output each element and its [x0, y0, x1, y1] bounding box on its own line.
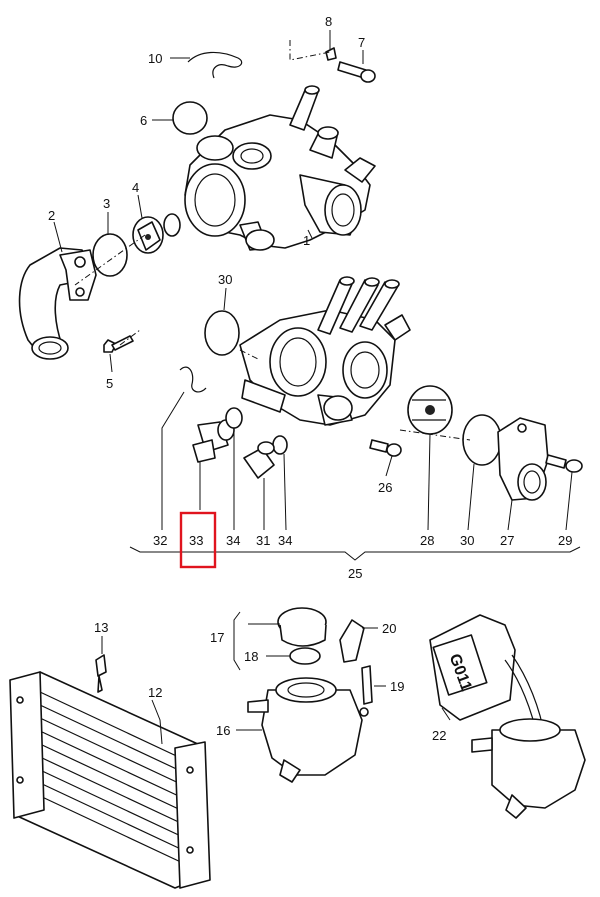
- connection-flange-27: [497, 417, 549, 501]
- callout-26: 26: [378, 480, 392, 495]
- callout-4: 4: [132, 180, 139, 195]
- radiator-12: [9, 671, 211, 889]
- hose-elbow-2: [18, 247, 97, 360]
- bolt-7: [337, 61, 376, 83]
- callout-30-lower: 30: [460, 533, 474, 548]
- callout-34-a: 34: [226, 533, 240, 548]
- coolant-flange-upper: [184, 85, 376, 251]
- callout-28: 28: [420, 533, 434, 548]
- temperature-sensor-33: [192, 419, 235, 463]
- spring-clip-10: [187, 51, 243, 79]
- seal-ring-small: [163, 213, 181, 237]
- callout-31: 31: [256, 533, 270, 548]
- callout-27: 27: [500, 533, 514, 548]
- callout-18: 18: [244, 649, 258, 664]
- callout-8: 8: [325, 14, 332, 29]
- thermostat-28: [407, 385, 453, 435]
- expansion-tank-filling: [471, 718, 586, 819]
- group-bracket-25: [129, 546, 581, 561]
- plug-31: [243, 441, 275, 479]
- seal-ring-34b: [272, 435, 288, 455]
- highlight-box-33: [179, 511, 217, 569]
- thermostat-4: [132, 216, 164, 254]
- callout-22: 22: [432, 728, 446, 743]
- callout-10: 10: [148, 51, 162, 66]
- callout-19: 19: [390, 679, 404, 694]
- coolant-bottle-22: G011: [429, 614, 546, 741]
- callout-labels: 10 8 7 6 2 3 4 1 5 30 26 32 33 34 31 34 …: [48, 14, 572, 743]
- leader-lines: [53, 30, 573, 745]
- bolt-5: [103, 335, 134, 353]
- bolt-19: [361, 665, 373, 705]
- expansion-tank-16: [247, 677, 369, 783]
- callout-3: 3: [103, 196, 110, 211]
- clip-8: [325, 47, 337, 61]
- callout-13: 13: [94, 620, 108, 635]
- clip-32: [179, 366, 207, 393]
- bolt-29: [545, 454, 583, 473]
- bolt-13: [95, 654, 107, 693]
- o-ring-30-upper: [204, 310, 240, 356]
- callout-17: 17: [210, 630, 224, 645]
- callout-2: 2: [48, 208, 55, 223]
- callout-6: 6: [140, 113, 147, 128]
- filler-cap-17: [277, 607, 327, 647]
- callout-20: 20: [382, 621, 396, 636]
- callout-16: 16: [216, 723, 230, 738]
- level-sensor-20: [339, 619, 365, 663]
- callout-32: 32: [153, 533, 167, 548]
- callout-25: 25: [348, 566, 362, 581]
- coolant-label-box: [432, 634, 488, 696]
- callout-7: 7: [358, 35, 365, 50]
- coolant-flange-lower: [239, 276, 411, 426]
- seal-ring-34a: [225, 407, 243, 429]
- callout-34-b: 34: [278, 533, 292, 548]
- callout-33: 33: [189, 533, 203, 548]
- o-ring-6: [172, 101, 208, 135]
- cap-seal-18: [289, 647, 321, 665]
- bolt-26: [369, 439, 402, 457]
- callout-5: 5: [106, 376, 113, 391]
- o-ring-3: [92, 233, 128, 277]
- callout-30-upper: 30: [218, 272, 232, 287]
- callout-12: 12: [148, 685, 162, 700]
- callout-1: 1: [303, 233, 310, 248]
- callout-29: 29: [558, 533, 572, 548]
